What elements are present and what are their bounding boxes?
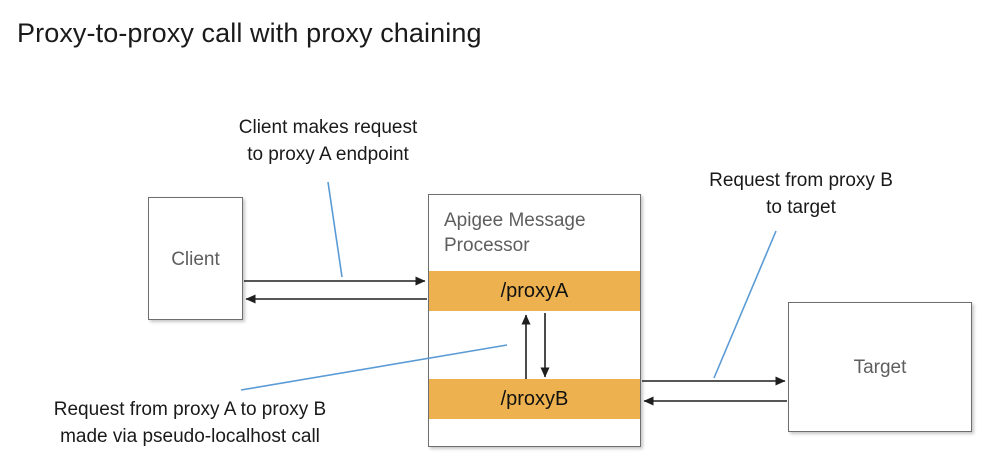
- leader-line-client-request: [327, 181, 343, 278]
- node-client: Client: [148, 197, 243, 320]
- proxy-band-proxya: /proxyA: [429, 271, 640, 311]
- leader-line-target-request: [713, 230, 777, 379]
- proxy-band-proxya-label: /proxyA: [500, 279, 569, 302]
- node-client-label: Client: [171, 249, 220, 270]
- proxy-band-proxyb: /proxyB: [429, 379, 640, 419]
- node-message-processor-label: Apigee Message Processor: [444, 210, 586, 256]
- node-target-label: Target: [853, 357, 907, 378]
- annotation-target-request: Request from proxy B to target: [709, 170, 893, 218]
- page-title: Proxy-to-proxy call with proxy chaining: [17, 18, 482, 48]
- annotation-client-request: Client makes request to proxy A endpoint: [238, 117, 418, 165]
- annotation-chaining-request: Request from proxy A to proxy B made via…: [53, 399, 327, 447]
- node-message-processor: Apigee Message Processor /proxyA /proxyB: [428, 194, 641, 447]
- proxy-band-proxyb-label: /proxyB: [500, 387, 569, 410]
- node-target: Target: [788, 302, 972, 432]
